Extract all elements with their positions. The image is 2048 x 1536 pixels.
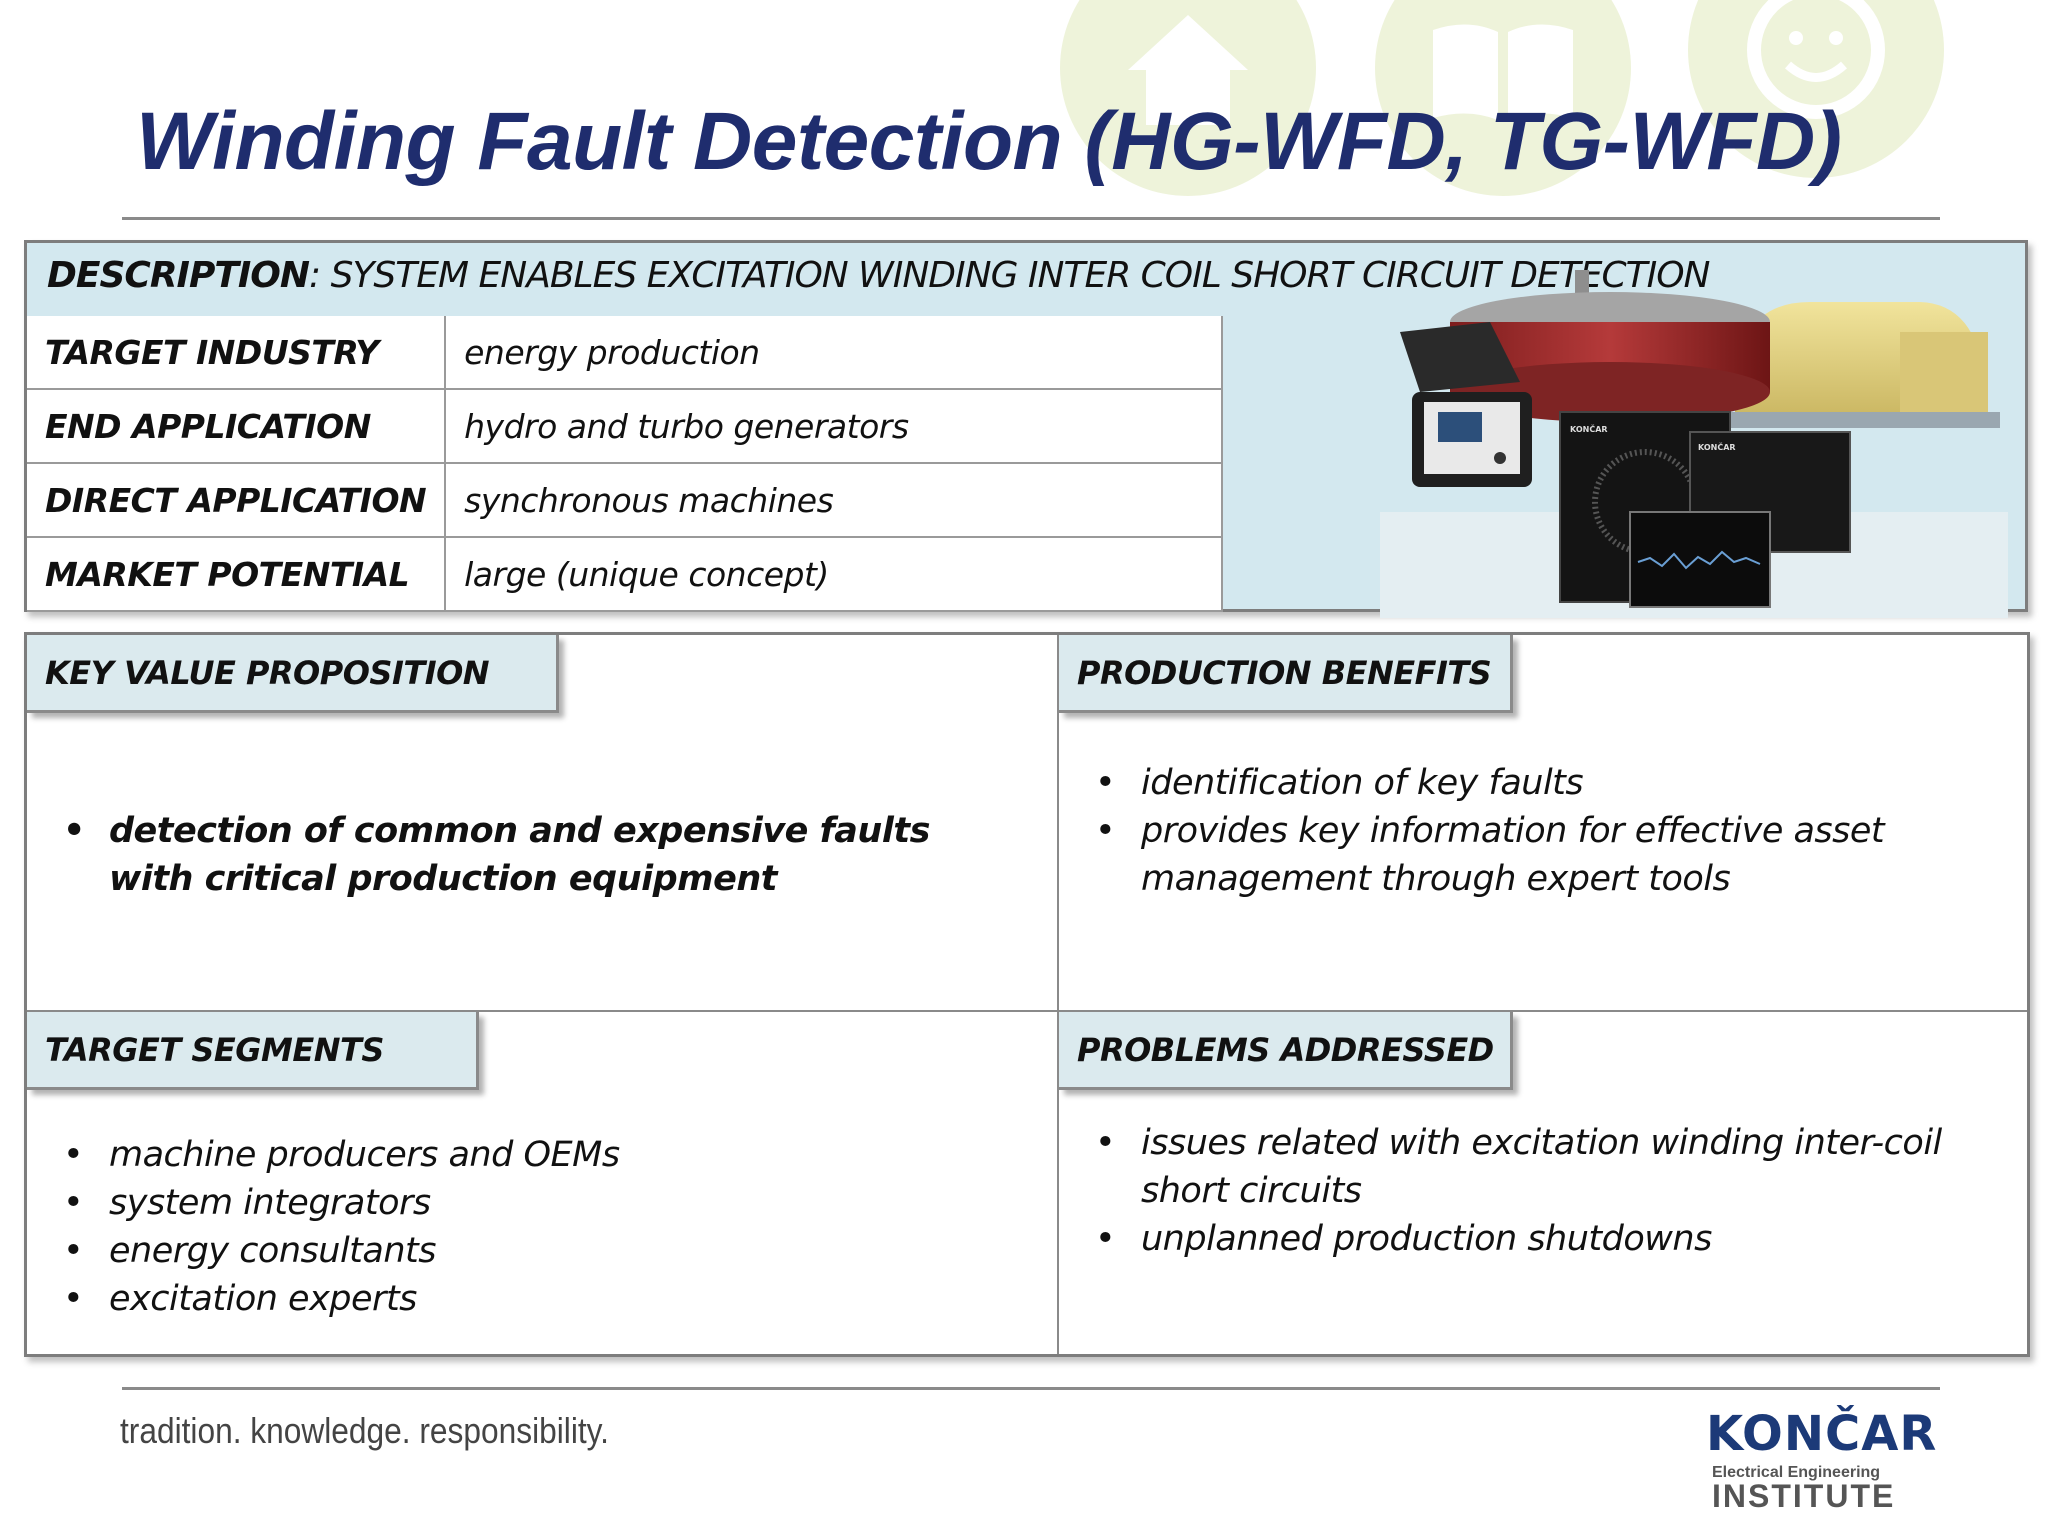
footer-tagline: tradition. knowledge. responsibility.: [120, 1410, 609, 1451]
logo-institute: INSTITUTE: [1712, 1478, 1896, 1514]
row-key: TARGET INDUSTRY: [27, 316, 447, 390]
list-item: unplanned production shutdowns: [1089, 1215, 2009, 1263]
list-item: detection of common and expensive faults…: [57, 807, 997, 903]
info-table: TARGET INDUSTRY energy production END AP…: [27, 316, 1223, 612]
row-value: synchronous machines: [444, 462, 1223, 538]
row-key: END APPLICATION: [27, 388, 447, 464]
section-heading-target-segments: TARGET SEGMENTS: [27, 1012, 479, 1090]
list-item: identification of key faults: [1089, 759, 1989, 807]
list-item: issues related with excitation winding i…: [1089, 1119, 2009, 1215]
table-row: TARGET INDUSTRY energy production: [27, 316, 1223, 390]
section-heading-key-value: KEY VALUE PROPOSITION: [27, 635, 559, 713]
row-value: large (unique concept): [444, 536, 1223, 612]
logo-subtitle: Electrical Engineering: [1712, 1464, 1881, 1481]
row-key: DIRECT APPLICATION: [27, 462, 447, 538]
page-title: Winding Fault Detection (HG-WFD, TG-WFD): [136, 96, 1842, 187]
grid-divider-horizontal: [27, 1010, 2027, 1012]
list-item: provides key information for effective a…: [1089, 807, 1989, 903]
grid-divider-vertical: [1057, 635, 1059, 1354]
footer-divider: [122, 1387, 1940, 1390]
screen-logo: KONČAR: [1570, 423, 1608, 434]
key-value-list: detection of common and expensive faults…: [57, 807, 997, 903]
background-icons: [1060, 0, 1944, 196]
description-text: : SYSTEM ENABLES EXCITATION WINDING INTE…: [309, 255, 1710, 296]
list-item: energy consultants: [57, 1227, 997, 1275]
problems-addressed-list: issues related with excitation winding i…: [1089, 1119, 2009, 1263]
generator-illustration: [1720, 302, 2000, 428]
section-grid: KEY VALUE PROPOSITION detection of commo…: [24, 632, 2030, 1357]
koncar-logo: KONČAR: [1706, 1406, 1938, 1462]
section-heading-problems-addressed: PROBLEMS ADDRESSED: [1059, 1012, 1513, 1090]
product-image: KONČAR KONČAR: [1380, 270, 2008, 618]
row-value: energy production: [444, 316, 1223, 390]
smiley-icon: [1688, 0, 1944, 178]
table-row: DIRECT APPLICATION synchronous machines: [27, 462, 1223, 538]
title-divider: [122, 217, 1940, 220]
production-benefits-list: identification of key faults provides ke…: [1089, 759, 1989, 903]
table-row: MARKET POTENTIAL large (unique concept): [27, 536, 1223, 612]
list-item: system integrators: [57, 1179, 997, 1227]
screen-logo: KONČAR: [1698, 441, 1736, 452]
row-key: MARKET POTENTIAL: [27, 536, 447, 612]
book-icon: [1375, 0, 1631, 196]
target-segments-list: machine producers and OEMs system integr…: [57, 1131, 997, 1323]
description-label: DESCRIPTION: [47, 255, 310, 296]
description: DESCRIPTION: SYSTEM ENABLES EXCITATION W…: [47, 255, 1710, 296]
row-value: hydro and turbo generators: [444, 388, 1223, 464]
table-row: END APPLICATION hydro and turbo generato…: [27, 388, 1223, 464]
list-item: excitation experts: [57, 1275, 997, 1323]
list-item: machine producers and OEMs: [57, 1131, 997, 1179]
home-icon: [1060, 0, 1316, 196]
section-heading-production-benefits: PRODUCTION BENEFITS: [1059, 635, 1513, 713]
device-illustration: [1400, 322, 1532, 487]
software-screens: KONČAR KONČAR: [1559, 411, 1851, 608]
